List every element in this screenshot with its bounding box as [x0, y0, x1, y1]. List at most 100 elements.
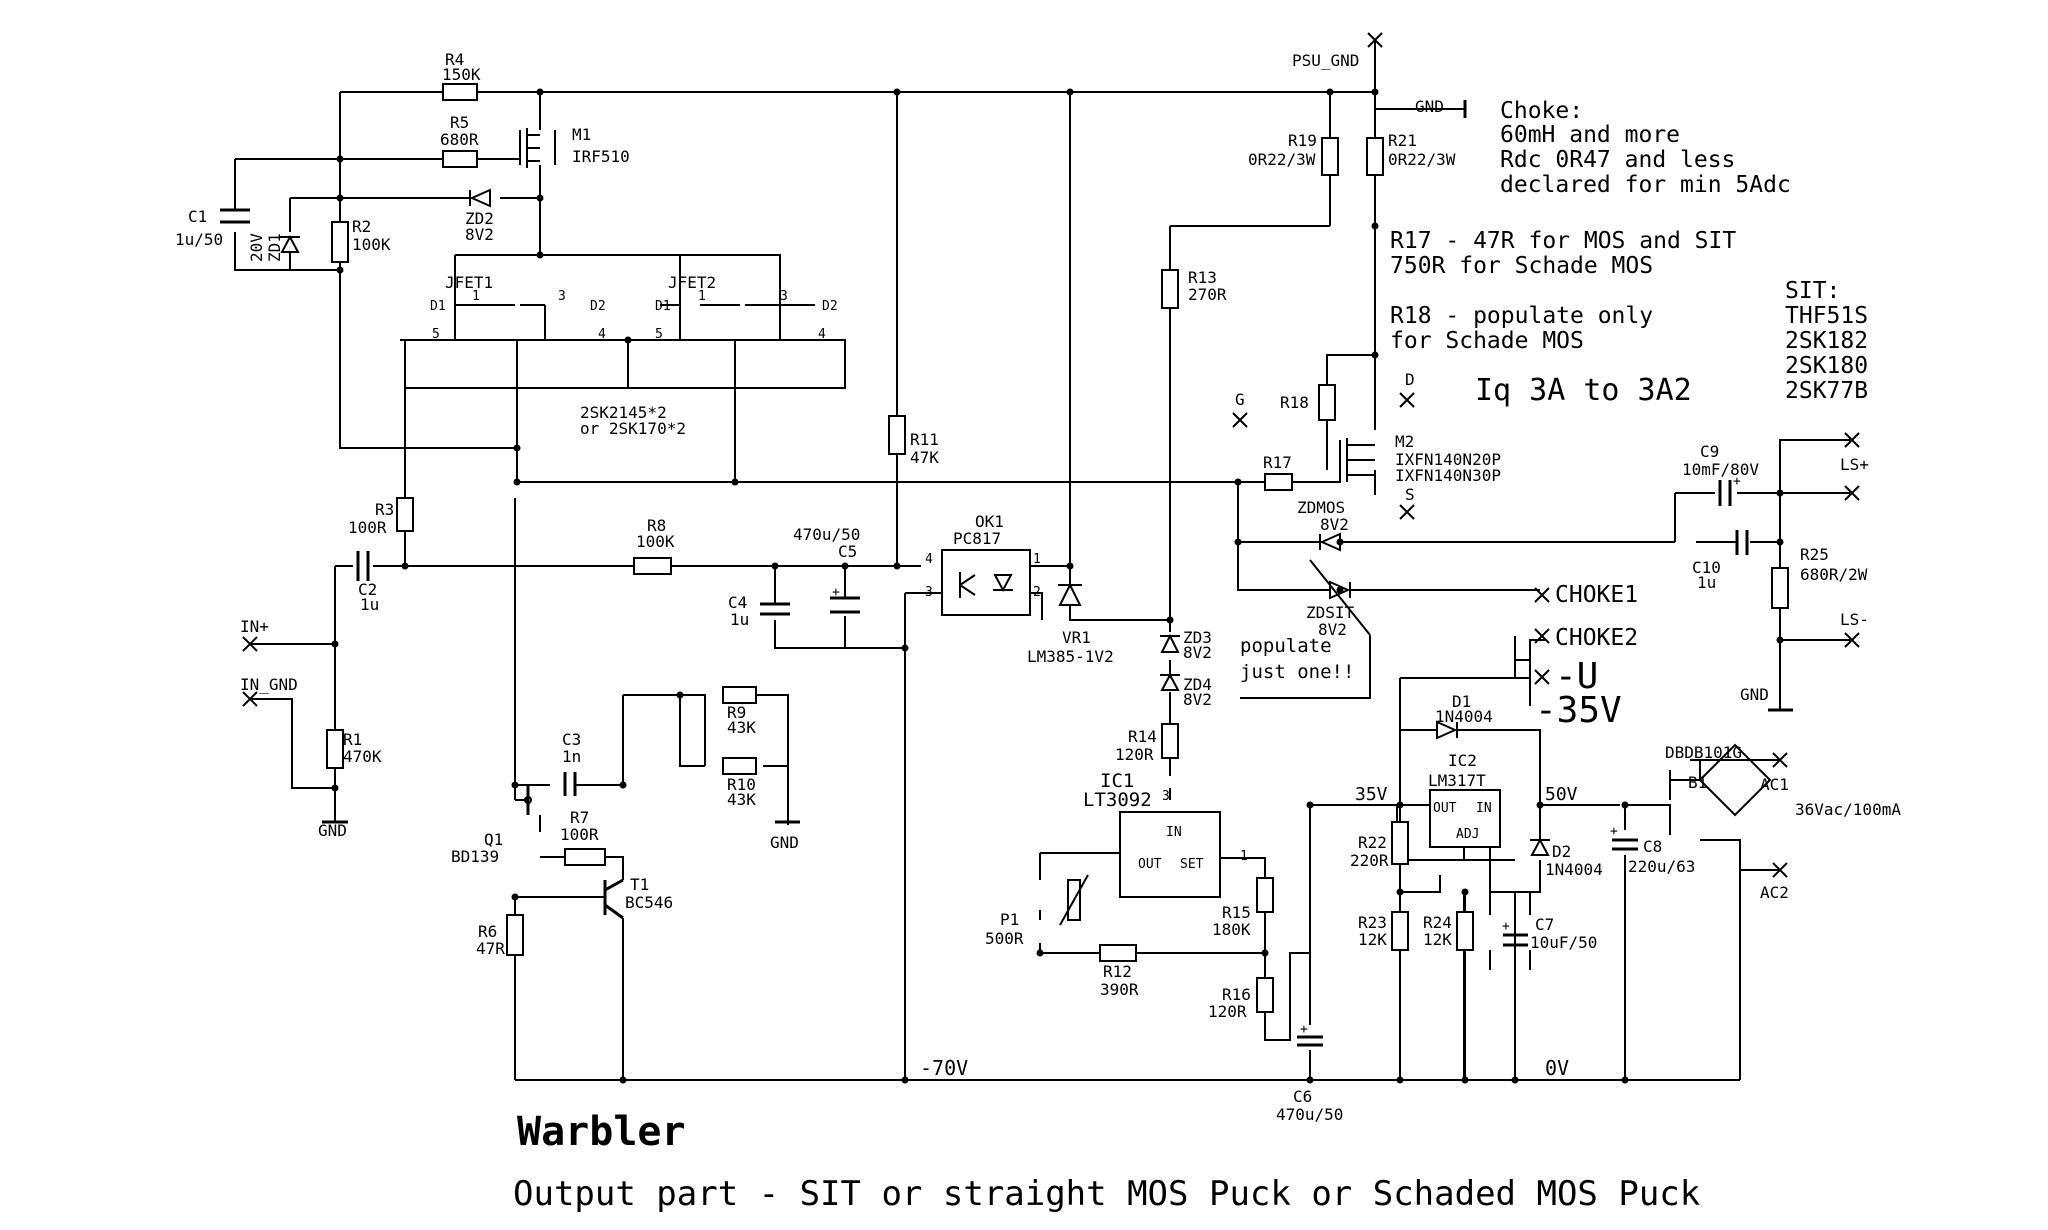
- r19-ref: R19: [1288, 131, 1317, 150]
- r21-value: 0R22/3W: [1388, 150, 1456, 169]
- r23-body: [1391, 911, 1409, 951]
- q1-ref: Q1: [484, 830, 503, 849]
- r6-body: [506, 914, 524, 956]
- ic1-pin-out: OUT: [1138, 857, 1162, 872]
- r9-body: [722, 686, 757, 704]
- ok1-internal: [959, 572, 1013, 598]
- port-ls-plus: LS+: [1840, 455, 1869, 474]
- r19-value: 0R22/3W: [1248, 150, 1316, 169]
- rail-zero: 0V: [1545, 1056, 1569, 1080]
- r1-ref: R1: [343, 730, 362, 749]
- port-gnd-top: GND: [1415, 97, 1444, 116]
- d1-body: [1436, 720, 1458, 740]
- zd3-ref: ZD3: [1183, 628, 1212, 647]
- rail-35v: 35V: [1355, 784, 1388, 805]
- r13-value: 270R: [1188, 285, 1227, 304]
- m2-symbol: [1339, 438, 1375, 482]
- t1-value: BC546: [625, 893, 673, 912]
- sit-note-line2: THF51S: [1785, 303, 1868, 329]
- ac-supply-label: 36Vac/100mA: [1795, 800, 1901, 819]
- zd4-ref: ZD4: [1183, 675, 1212, 694]
- choke-note-line1: Choke:: [1500, 98, 1583, 124]
- component-bodies: + + + + +: [220, 32, 1860, 1084]
- r3-value: 100R: [348, 518, 387, 537]
- svg-text:+: +: [832, 585, 840, 600]
- c9-body: +: [1718, 474, 1741, 506]
- ic2-value: LM317T: [1428, 771, 1486, 790]
- r12-value: 390R: [1100, 980, 1139, 999]
- r21-ref: R21: [1388, 131, 1417, 150]
- iq-note: Iq 3A to 3A2: [1475, 373, 1692, 408]
- d2-ref: D2: [1552, 842, 1571, 861]
- c7-body: +: [1502, 919, 1528, 947]
- zd3-value: 8V2: [1183, 643, 1212, 662]
- ic2-pin-adj: ADJ: [1456, 827, 1479, 842]
- ic1-body: [1119, 811, 1221, 898]
- c9-value: 10mF/80V: [1682, 460, 1759, 479]
- ok1-value: PC817: [953, 529, 1001, 548]
- pin-ok1-2: 2: [1033, 585, 1041, 600]
- pin-jfet2-5: 5: [655, 327, 663, 342]
- m2-value2: IXFN140N30P: [1395, 466, 1501, 485]
- r2-ref: R2: [352, 217, 371, 236]
- rail-neg70: -70V: [920, 1056, 968, 1080]
- c1-ref: C1: [188, 207, 207, 226]
- r4-body: [442, 83, 478, 101]
- r11-value: 47K: [910, 448, 939, 467]
- port-d: D: [1405, 370, 1415, 389]
- zd4-body: [1160, 672, 1180, 691]
- zd2-body: [469, 188, 491, 208]
- ic2-pin-in: IN: [1476, 801, 1492, 816]
- jfet1-ref: JFET1: [445, 273, 493, 292]
- c1-body: [220, 208, 250, 224]
- schematic-subtitle: Output part - SIT or straight MOS Puck o…: [513, 1174, 1700, 1214]
- r3-body: [396, 497, 414, 532]
- pin-jfet2-1: 1: [698, 289, 706, 304]
- pin-d1b: D1: [655, 299, 671, 314]
- r24-body: [1456, 911, 1474, 951]
- terminals: [242, 32, 1860, 878]
- zdsit-value: 8V2: [1318, 620, 1347, 639]
- port-choke1: CHOKE1: [1555, 582, 1638, 608]
- t1-ref: T1: [630, 875, 649, 894]
- r11-body: [888, 415, 906, 455]
- m1-value: IRF510: [572, 147, 630, 166]
- pin-ic1-1: 1: [1240, 849, 1248, 864]
- sit-note-line3: 2SK182: [1785, 328, 1868, 354]
- r7-body: [564, 848, 606, 866]
- zd2-value: 8V2: [465, 225, 494, 244]
- c4-value: 1u: [730, 610, 749, 629]
- sit-note-line5: 2SK77B: [1785, 378, 1868, 404]
- c3-value: 1n: [562, 747, 581, 766]
- r21-body: [1366, 137, 1384, 176]
- r16-body: [1256, 977, 1274, 1013]
- svg-text:+: +: [1502, 919, 1510, 934]
- ok1-body: [941, 549, 1031, 616]
- port-s: S: [1405, 485, 1415, 504]
- r13-body: [1161, 269, 1179, 309]
- r5-ref: R5: [450, 113, 469, 132]
- jfet-type-line1: 2SK2145*2: [580, 403, 667, 422]
- r4-ref: R4: [445, 50, 464, 69]
- schematic-title: Warbler: [517, 1109, 686, 1155]
- r2-body: [331, 221, 349, 263]
- r8-value: 100K: [636, 532, 675, 551]
- pin-ok1-4: 4: [925, 552, 933, 567]
- b1-ref: B1: [1688, 773, 1707, 792]
- zdmos-value: 8V2: [1320, 515, 1349, 534]
- rail-minus-u: -U: [1555, 656, 1598, 697]
- r5-body: [442, 150, 478, 168]
- r14-body: [1161, 723, 1179, 759]
- m1-ref: M1: [572, 125, 591, 144]
- m1-symbol: [519, 128, 556, 168]
- rail-50v: 50V: [1545, 784, 1578, 805]
- zd1-value: 20V: [247, 233, 266, 262]
- c10-ref: C10: [1692, 558, 1721, 577]
- p1-value: 500R: [985, 929, 1024, 948]
- r9-ref: R9: [727, 703, 746, 722]
- zd2-ref: ZD2: [465, 209, 494, 228]
- r22-ref: R22: [1358, 833, 1387, 852]
- r17-body: [1264, 473, 1293, 491]
- zdmos-ref: ZDMOS: [1297, 498, 1345, 517]
- b1-value: DBDB101G: [1665, 743, 1742, 762]
